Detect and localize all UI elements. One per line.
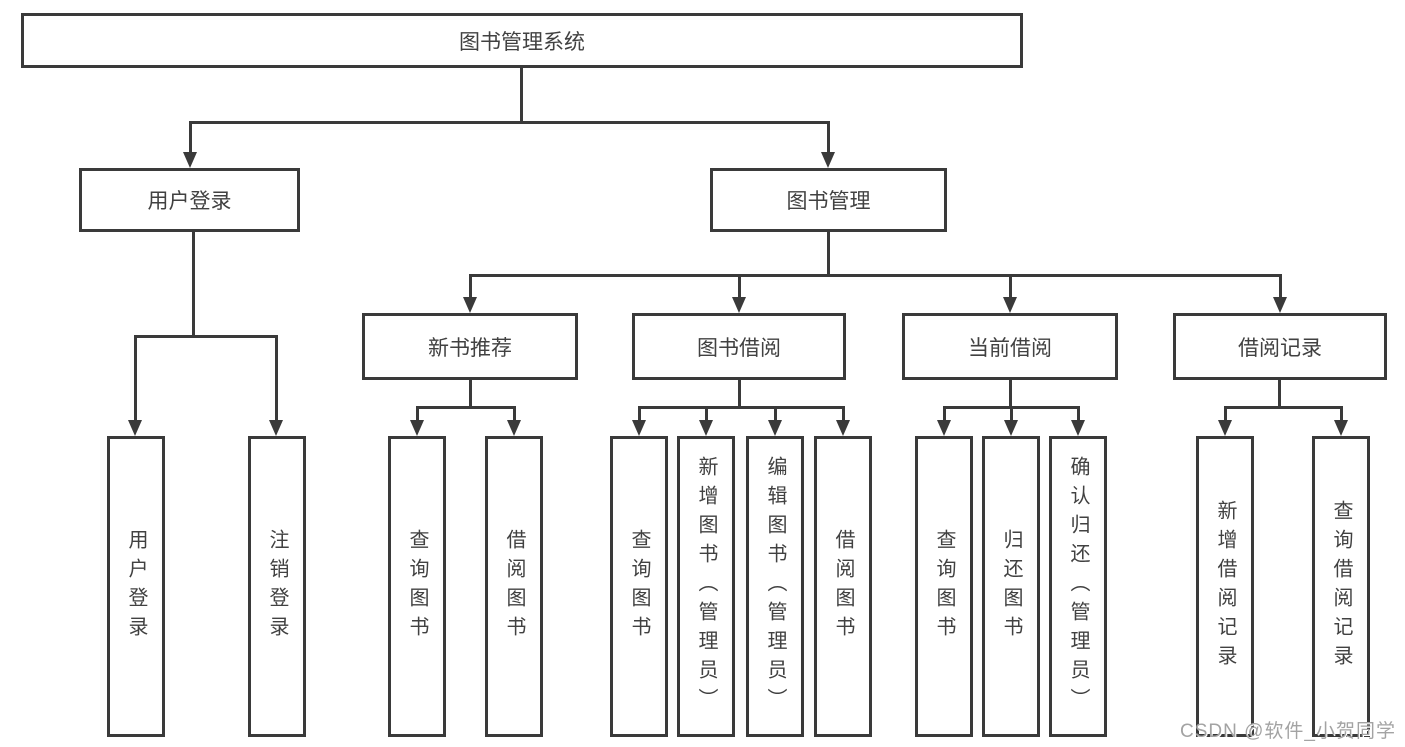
down-arrowhead-icon bbox=[699, 420, 713, 436]
down-arrowhead-icon bbox=[1003, 297, 1017, 313]
node-user-login: 用户登录 bbox=[79, 168, 300, 232]
node-new-book-recommend: 新书推荐 bbox=[362, 313, 578, 380]
leaf-return-books: 归还图书 bbox=[982, 436, 1040, 737]
leaf-query-borrow-record-label: 查询借阅记录 bbox=[1330, 499, 1352, 674]
connector-stem bbox=[1340, 406, 1343, 422]
down-arrowhead-icon bbox=[632, 420, 646, 436]
leaf-add-borrow-record-label: 新增借阅记录 bbox=[1214, 499, 1236, 674]
down-arrowhead-icon bbox=[732, 297, 746, 313]
connector-stem bbox=[189, 121, 192, 154]
down-arrowhead-icon bbox=[128, 420, 142, 436]
down-arrowhead-icon bbox=[937, 420, 951, 436]
leaf-recommend-query-books: 查询图书 bbox=[388, 436, 446, 737]
node-current-borrowing: 当前借阅 bbox=[902, 313, 1118, 380]
down-arrowhead-icon bbox=[836, 420, 850, 436]
leaf-recommend-borrow-books: 借阅图书 bbox=[485, 436, 543, 737]
leaf-query-borrow-record: 查询借阅记录 bbox=[1312, 436, 1370, 737]
down-arrowhead-icon bbox=[1071, 420, 1085, 436]
down-arrowhead-icon bbox=[183, 152, 197, 168]
connector-stem bbox=[1224, 406, 1227, 422]
connector-stem bbox=[1009, 274, 1012, 299]
leaf-logout-label: 注销登录 bbox=[266, 528, 288, 645]
connector-stem bbox=[469, 274, 472, 299]
node-borrowing-records-label: 借阅记录 bbox=[1238, 336, 1322, 360]
connector-horizontal-line bbox=[189, 121, 830, 124]
connector-stem bbox=[416, 406, 419, 422]
leaf-add-borrow-record: 新增借阅记录 bbox=[1196, 436, 1254, 737]
leaf-add-books-admin: 新增图书（管理员） bbox=[677, 436, 735, 737]
node-book-borrowing: 图书借阅 bbox=[632, 313, 846, 380]
down-arrowhead-icon bbox=[507, 420, 521, 436]
leaf-borrow-books-label: 借阅图书 bbox=[832, 528, 854, 645]
connector-horizontal-line bbox=[416, 406, 516, 409]
connector-stem bbox=[738, 274, 741, 299]
connector-stem bbox=[1010, 406, 1013, 422]
node-root: 图书管理系统 bbox=[21, 13, 1023, 68]
leaf-recommend-query-books-label: 查询图书 bbox=[406, 528, 428, 645]
down-arrowhead-icon bbox=[1334, 420, 1348, 436]
leaf-edit-books-admin-label: 编辑图书（管理员） bbox=[764, 456, 786, 717]
down-arrowhead-icon bbox=[269, 420, 283, 436]
connector-stem bbox=[827, 121, 830, 154]
leaf-borrow-books: 借阅图书 bbox=[814, 436, 872, 737]
connector-vertical-line bbox=[469, 380, 472, 409]
connector-vertical-line bbox=[738, 380, 741, 409]
leaf-borrowing-query-books-label: 查询图书 bbox=[628, 528, 650, 645]
leaf-recommend-borrow-books-label: 借阅图书 bbox=[503, 528, 525, 645]
leaf-confirm-return-admin-label: 确认归还（管理员） bbox=[1067, 456, 1089, 717]
node-book-management-label: 图书管理 bbox=[786, 190, 871, 213]
leaf-logout: 注销登录 bbox=[248, 436, 306, 737]
node-new-book-recommend-label: 新书推荐 bbox=[428, 336, 512, 360]
connector-stem bbox=[134, 335, 137, 422]
node-current-borrowing-label: 当前借阅 bbox=[968, 336, 1052, 360]
node-book-borrowing-label: 图书借阅 bbox=[697, 336, 781, 360]
down-arrowhead-icon bbox=[768, 420, 782, 436]
connector-horizontal-line bbox=[134, 335, 278, 338]
connector-stem bbox=[774, 406, 777, 422]
leaf-current-query-books: 查询图书 bbox=[915, 436, 973, 737]
down-arrowhead-icon bbox=[463, 297, 477, 313]
down-arrowhead-icon bbox=[1004, 420, 1018, 436]
down-arrowhead-icon bbox=[1273, 297, 1287, 313]
connector-vertical-line bbox=[1278, 380, 1281, 409]
leaf-add-books-admin-label: 新增图书（管理员） bbox=[695, 456, 717, 717]
connector-stem bbox=[275, 335, 278, 422]
node-book-management: 图书管理 bbox=[710, 168, 947, 232]
connector-stem bbox=[705, 406, 708, 422]
down-arrowhead-icon bbox=[821, 152, 835, 168]
connector-horizontal-line bbox=[469, 274, 1281, 277]
leaf-user-login: 用户登录 bbox=[107, 436, 165, 737]
node-borrowing-records: 借阅记录 bbox=[1173, 313, 1387, 380]
leaf-user-login-label: 用户登录 bbox=[125, 528, 147, 645]
csdn-watermark: CSDN @软件_小贺同学 bbox=[1180, 721, 1396, 742]
connector-vertical-line bbox=[192, 230, 195, 338]
connector-vertical-line bbox=[520, 66, 523, 124]
leaf-confirm-return-admin: 确认归还（管理员） bbox=[1049, 436, 1107, 737]
leaf-edit-books-admin: 编辑图书（管理员） bbox=[746, 436, 804, 737]
connector-stem bbox=[1279, 274, 1282, 299]
down-arrowhead-icon bbox=[410, 420, 424, 436]
connector-vertical-line bbox=[827, 230, 830, 277]
connector-stem bbox=[1077, 406, 1080, 422]
connector-stem bbox=[842, 406, 845, 422]
down-arrowhead-icon bbox=[1218, 420, 1232, 436]
connector-horizontal-line bbox=[638, 406, 844, 409]
connector-vertical-line bbox=[1009, 380, 1012, 409]
node-user-login-label: 用户登录 bbox=[147, 190, 232, 213]
connector-horizontal-line bbox=[1224, 406, 1342, 409]
leaf-borrowing-query-books: 查询图书 bbox=[610, 436, 668, 737]
leaf-current-query-books-label: 查询图书 bbox=[933, 528, 955, 645]
connector-stem bbox=[638, 406, 641, 422]
node-root-label: 图书管理系统 bbox=[459, 30, 585, 54]
connector-stem bbox=[513, 406, 516, 422]
connector-stem bbox=[943, 406, 946, 422]
leaf-return-books-label: 归还图书 bbox=[1000, 528, 1022, 645]
